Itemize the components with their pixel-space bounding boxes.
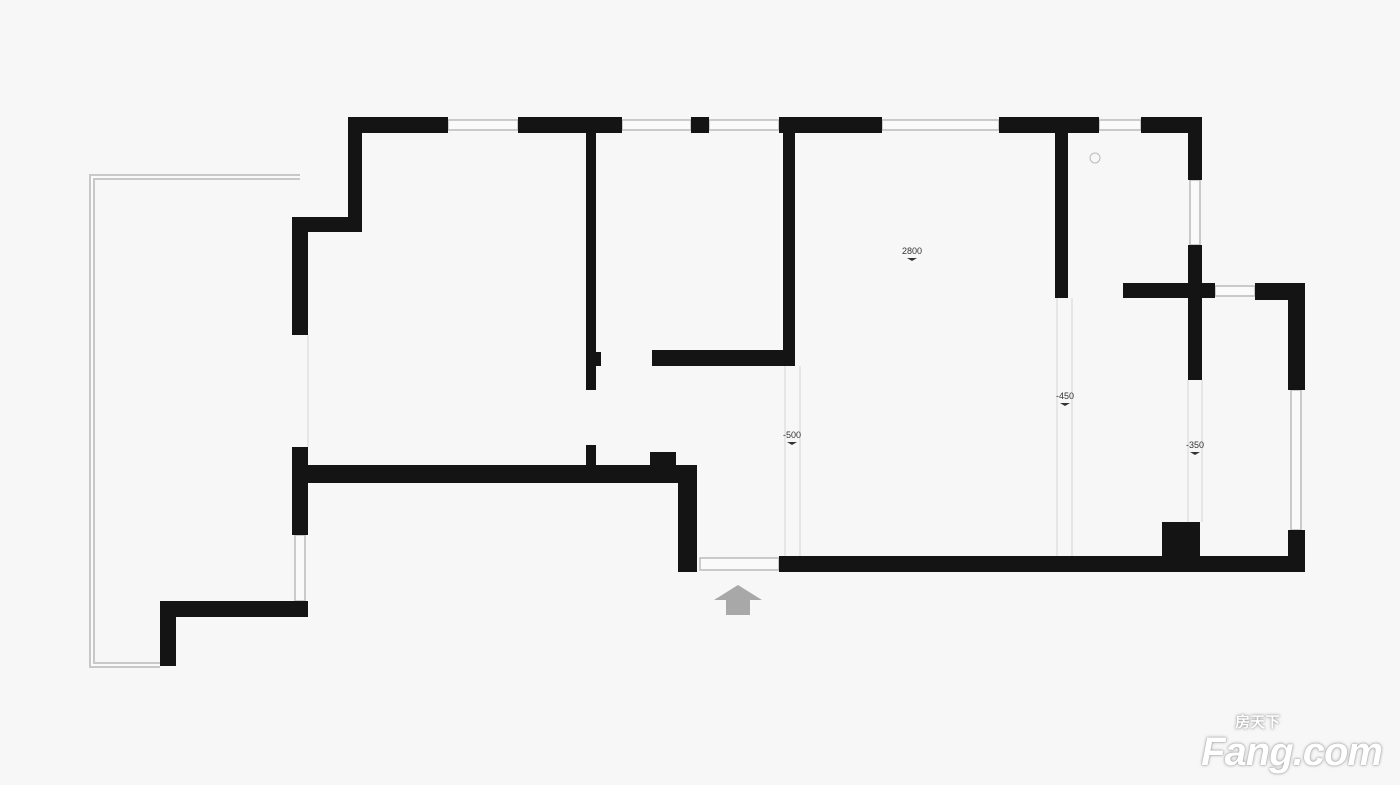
dim-minus-350: -350 xyxy=(1186,440,1204,450)
watermark-brand: Fang.com xyxy=(1201,730,1383,774)
dimension-labels: 2800 -500 -450 -350 xyxy=(783,246,1204,455)
dim-2800: 2800 xyxy=(902,246,922,256)
level-guides xyxy=(307,298,1203,556)
balcony-outline xyxy=(89,174,300,668)
windows xyxy=(294,119,1302,602)
entrance-arrow-icon xyxy=(714,585,762,615)
walls xyxy=(160,117,1305,666)
dim-minus-450: -450 xyxy=(1056,391,1074,401)
dim-minus-500: -500 xyxy=(783,430,801,440)
fang-watermark-logo: 房天下 Fang.com xyxy=(1201,714,1383,774)
watermark-chinese: 房天下 xyxy=(1235,714,1281,731)
drain-icon xyxy=(1089,152,1101,164)
